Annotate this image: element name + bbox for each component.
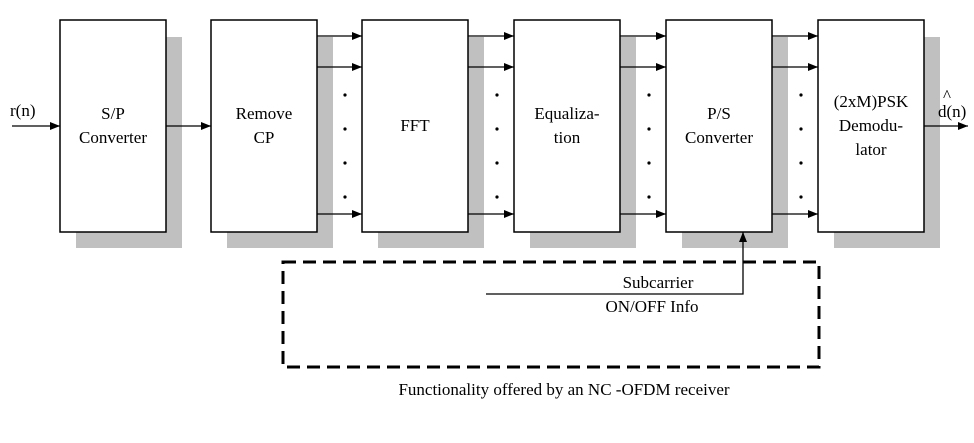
block-psk-label-3: lator (855, 140, 886, 159)
block-psk-label-1: (2xM)PSK (834, 92, 909, 111)
info-label-onoff: ON/OFF Info (605, 297, 698, 316)
block-psk (817, 19, 925, 233)
info-label-subcarrier: Subcarrier (623, 273, 694, 292)
block-shadows (76, 37, 940, 248)
block-psk-label-2: Demodu- (839, 116, 904, 135)
block-cp-label-2: CP (254, 128, 275, 147)
block-sp-label-2: Converter (79, 128, 147, 147)
block-sp-label-1: S/P (101, 104, 125, 123)
nc-ofdm-dashed-box (281, 260, 821, 369)
output-hat: ^ (943, 86, 951, 105)
block-fft-label: FFT (400, 116, 430, 135)
block-cp (210, 19, 318, 233)
output-label: d(n) (938, 102, 966, 121)
block-eq-label-1: Equaliza- (534, 104, 599, 123)
block-ps-label-1: P/S (707, 104, 731, 123)
input-label: r(n) (10, 101, 35, 120)
block-eq-label-2: tion (554, 128, 581, 147)
block-fft (361, 19, 469, 233)
connectors (12, 32, 968, 295)
arrow-onoff-info (486, 232, 747, 295)
block-eq (513, 19, 621, 233)
diagram-caption: Functionality offered by an NC -OFDM rec… (398, 380, 729, 399)
block-cp-label-1: Remove (236, 104, 293, 123)
block-ps (665, 19, 773, 233)
ellipsis-dots (343, 93, 803, 199)
block-sp (59, 19, 167, 233)
block-ps-label-2: Converter (685, 128, 753, 147)
blocks (59, 19, 925, 233)
